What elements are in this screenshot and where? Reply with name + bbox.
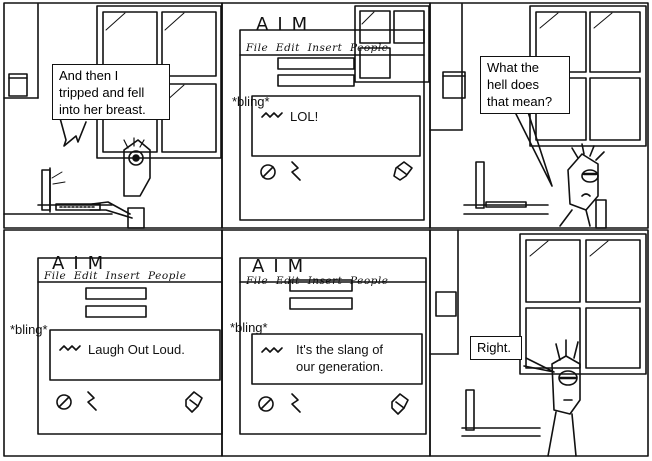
panel-4-bling-sound: *bling* <box>10 322 48 337</box>
panel-2-menu: File Edit Insert People <box>246 42 388 54</box>
panel-2-message: LOL! <box>290 109 319 124</box>
panel-5-menu-edit: Edit <box>275 275 300 287</box>
panel-5-message-line-2: our generation. <box>296 358 384 374</box>
panel-6-art <box>429 229 647 457</box>
panel-4-menu: File Edit Insert People <box>44 270 186 282</box>
panel-4-aim-title: AIM <box>52 253 113 274</box>
panel-2-menu-insert: Insert <box>307 42 343 54</box>
panel-6-speech-bubble: Right. <box>470 336 522 360</box>
panel-5-art <box>239 257 427 435</box>
panel-2-border <box>221 2 431 229</box>
panel-2-menu-people: People <box>350 42 389 54</box>
panel-1-speech-line-1: And then I <box>59 68 119 83</box>
panel-6-border <box>429 229 649 457</box>
panel-2-bling-sound: *bling* <box>232 94 270 109</box>
panel-5-menu-file: File <box>246 275 269 287</box>
panel-4-menu-file: File <box>44 270 67 282</box>
panel-3-speech-line-3: that mean? <box>487 93 553 109</box>
panel-5-message-line-1: It's the slang of <box>296 342 384 357</box>
panel-2-menu-file: File <box>246 42 269 54</box>
panel-2-menu-edit: Edit <box>275 42 300 54</box>
panel-1-speech-line-2: tripped and fell <box>59 84 145 100</box>
panel-4-menu-edit: Edit <box>73 270 98 282</box>
panel-1-speech-line-3: into her breast. <box>59 101 146 117</box>
panel-4-message: Laugh Out Loud. <box>88 342 185 357</box>
panel-4-menu-insert: Insert <box>105 270 141 282</box>
panel-5-bling-sound: *bling* <box>230 320 268 335</box>
panel-5-menu-people: People <box>350 275 389 287</box>
panel-3-art <box>429 3 647 229</box>
panel-5-menu: File Edit Insert People <box>246 275 388 287</box>
panel-3-speech-bubble: What the hell does that mean? <box>480 56 570 114</box>
panel-3-border <box>429 2 649 229</box>
panel-3-speech-line-2: hell does <box>487 76 540 92</box>
panel-5-aim-title: AIM <box>252 256 313 277</box>
panel-3-speech-line-1: What the <box>487 60 540 75</box>
panel-4-menu-people: People <box>148 270 187 282</box>
panel-1-speech-bubble: And then I tripped and fell into her bre… <box>52 64 170 120</box>
panel-2-art <box>239 5 430 221</box>
panel-5-menu-insert: Insert <box>307 275 343 287</box>
panel-4-art <box>37 257 223 435</box>
panel-5-message: It's the slang of our generation. <box>296 342 383 376</box>
panel-2-aim-title: AIM <box>256 14 317 35</box>
